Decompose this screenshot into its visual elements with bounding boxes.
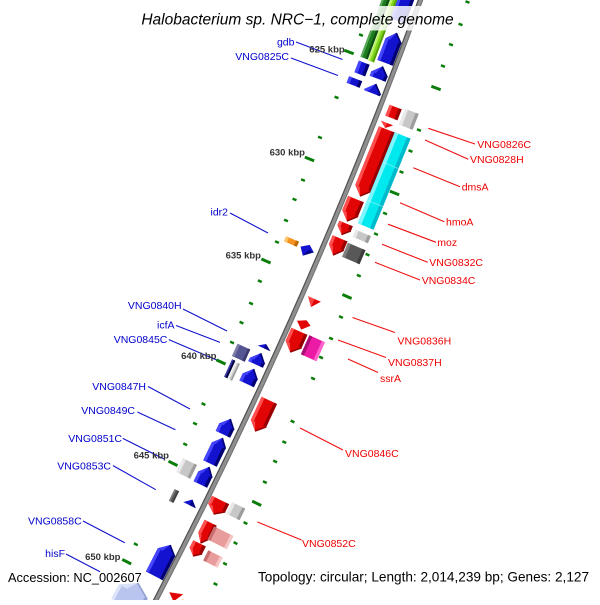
svg-text:VNG0826C: VNG0826C — [477, 139, 531, 151]
svg-text:Topology: circular; Length: 2,: Topology: circular; Length: 2,014,239 bp… — [258, 570, 589, 585]
svg-text:645 kbp: 645 kbp — [134, 451, 170, 462]
svg-text:VNG0851C: VNG0851C — [68, 433, 122, 445]
svg-text:VNG0832C: VNG0832C — [429, 257, 483, 269]
svg-text:VNG0846C: VNG0846C — [345, 448, 399, 460]
svg-text:VNG0852C: VNG0852C — [302, 538, 356, 550]
svg-text:icfA: icfA — [157, 320, 175, 332]
svg-text:VNG0837H: VNG0837H — [388, 357, 442, 369]
svg-text:VNG0847H: VNG0847H — [92, 381, 146, 393]
svg-text:hmoA: hmoA — [446, 217, 473, 229]
svg-text:640 kbp: 640 kbp — [181, 351, 217, 362]
svg-text:630 kbp: 630 kbp — [270, 148, 306, 159]
svg-text:635 kbp: 635 kbp — [226, 251, 262, 262]
svg-text:VNG0853C: VNG0853C — [57, 461, 111, 473]
svg-text:moz: moz — [437, 237, 457, 249]
svg-text:hisF: hisF — [45, 548, 65, 560]
svg-text:VNG0825C: VNG0825C — [235, 51, 289, 63]
svg-text:idr2: idr2 — [210, 207, 228, 219]
svg-text:VNG0828H: VNG0828H — [470, 154, 524, 166]
svg-text:VNG0840H: VNG0840H — [128, 300, 182, 312]
svg-text:dmsA: dmsA — [462, 182, 489, 194]
svg-text:VNG0858C: VNG0858C — [28, 516, 82, 528]
svg-text:VNG0845C: VNG0845C — [114, 334, 168, 346]
svg-text:ssrA: ssrA — [380, 373, 401, 385]
svg-text:VNG0849C: VNG0849C — [81, 405, 135, 417]
svg-text:Halobacterium sp. NRC−1, compl: Halobacterium sp. NRC−1, complete genome — [141, 12, 454, 29]
svg-text:650 kbp: 650 kbp — [85, 552, 121, 563]
svg-text:VNG0834C: VNG0834C — [422, 275, 476, 287]
svg-text:VNG0836H: VNG0836H — [398, 336, 452, 348]
svg-text:Accession: NC_002607: Accession: NC_002607 — [8, 570, 142, 585]
svg-text:gdb: gdb — [277, 36, 295, 48]
svg-text:625 kbp: 625 kbp — [309, 45, 345, 56]
